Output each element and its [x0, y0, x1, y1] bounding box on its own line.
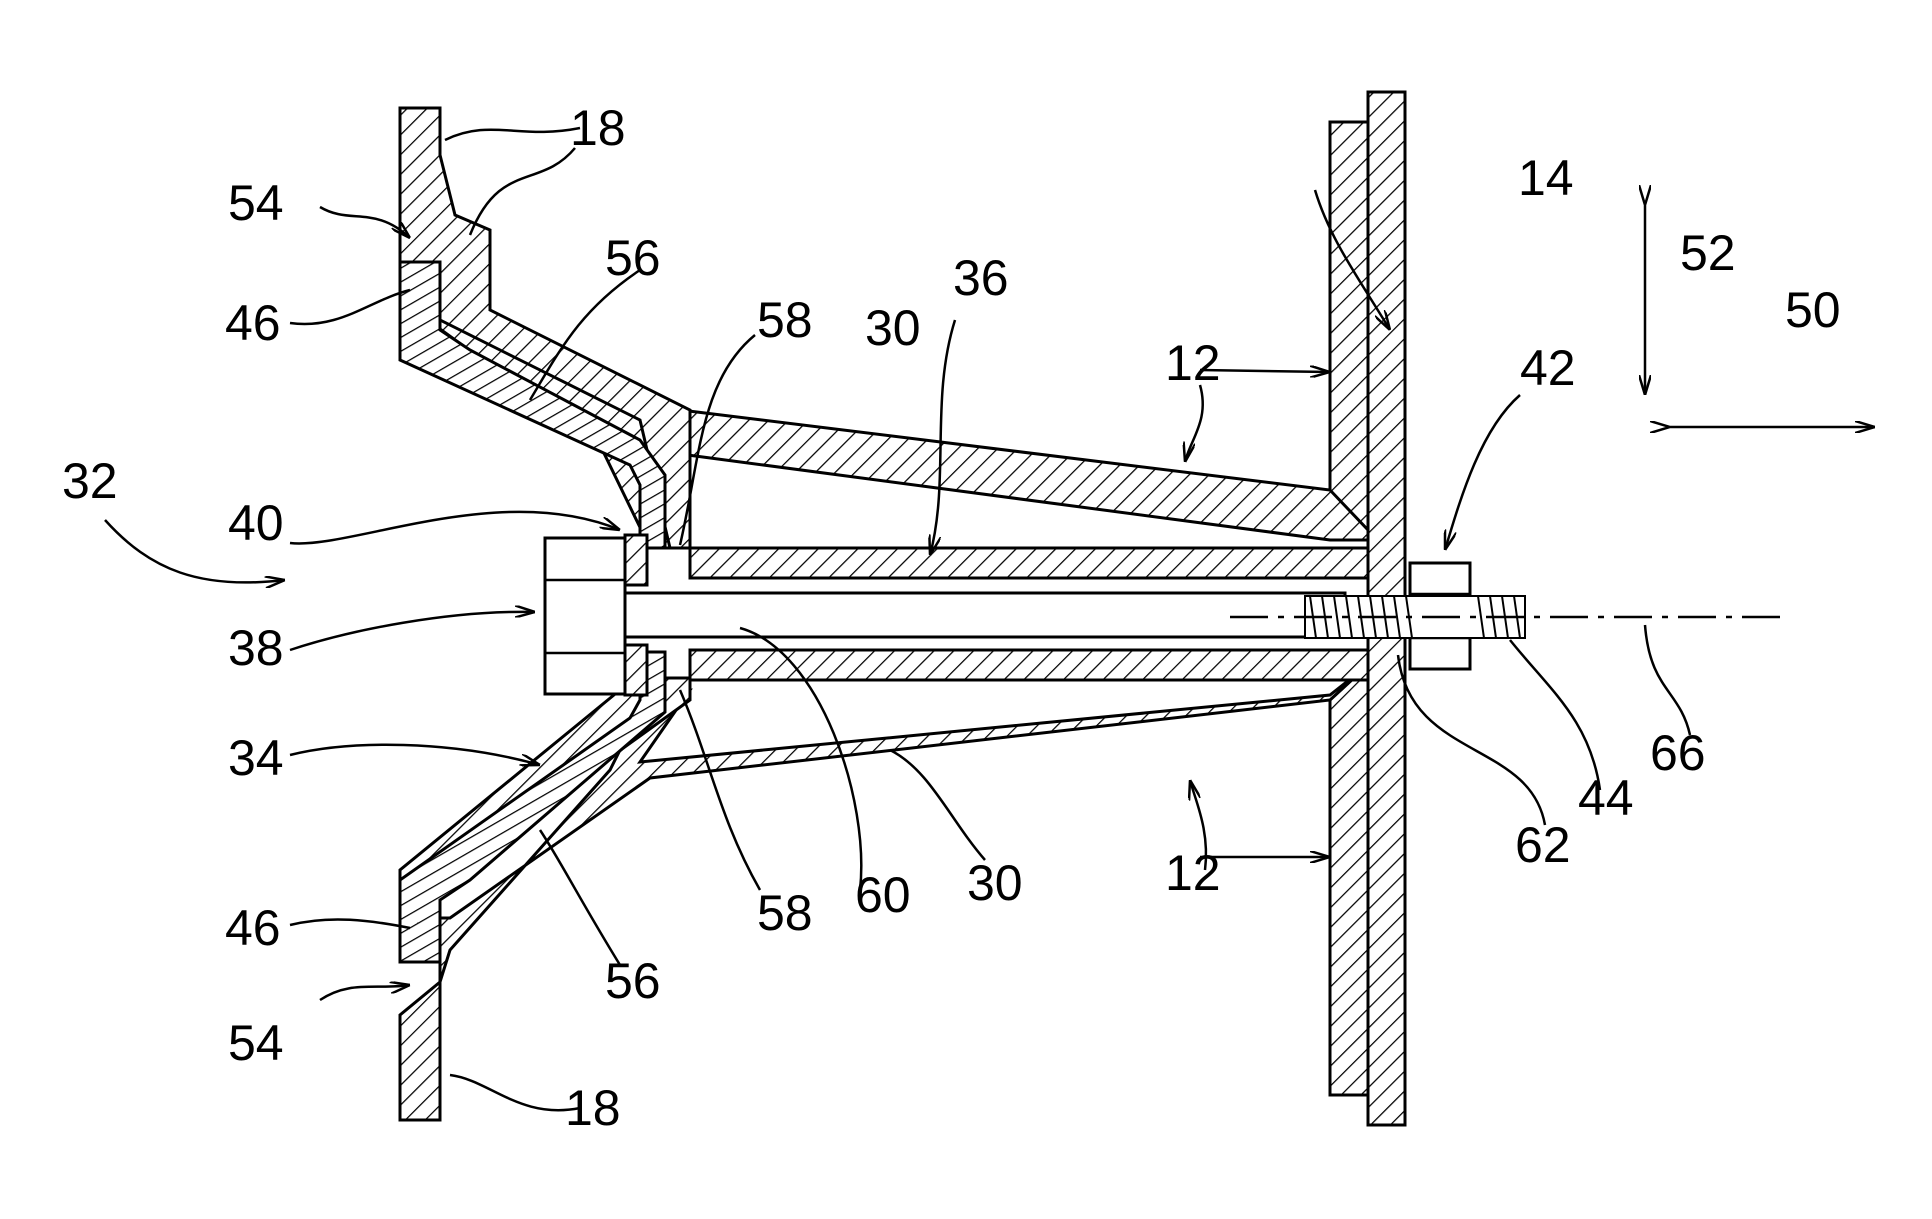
- label-58-top: 58: [757, 292, 813, 348]
- label-58-bottom: 58: [757, 885, 813, 941]
- label-54-bottom: 54: [228, 1015, 284, 1071]
- label-60: 60: [855, 867, 911, 923]
- washer-40-upper: [625, 535, 647, 585]
- label-14: 14: [1518, 150, 1574, 206]
- label-46-top: 46: [225, 295, 281, 351]
- tube-36-upper: [690, 548, 1368, 578]
- label-56-bottom: 56: [605, 953, 661, 1009]
- label-12-bottom: 12: [1165, 845, 1221, 901]
- label-34: 34: [228, 730, 284, 786]
- label-38: 38: [228, 620, 284, 676]
- label-54-top: 54: [228, 175, 284, 231]
- label-44: 44: [1578, 770, 1634, 826]
- washer-40-lower: [625, 645, 647, 695]
- inner-wall-12-bottom: [1330, 665, 1368, 1095]
- inner-wall-12-top: [1330, 122, 1368, 540]
- label-52: 52: [1680, 225, 1736, 281]
- tube-36-lower: [690, 650, 1368, 680]
- label-66: 66: [1650, 725, 1706, 781]
- label-62: 62: [1515, 817, 1571, 873]
- label-18-top: 18: [570, 100, 626, 156]
- label-56-top: 56: [605, 230, 661, 286]
- label-30-top: 30: [865, 300, 921, 356]
- label-36: 36: [953, 250, 1009, 306]
- label-18-bottom: 18: [565, 1080, 621, 1136]
- label-46-bottom: 46: [225, 900, 281, 956]
- label-40: 40: [228, 495, 284, 551]
- bolt-shaft: [625, 593, 1345, 637]
- label-12-top: 12: [1165, 335, 1221, 391]
- label-30-bottom: 30: [967, 855, 1023, 911]
- label-50: 50: [1785, 282, 1841, 338]
- label-42: 42: [1520, 340, 1576, 396]
- label-32: 32: [62, 453, 118, 509]
- bolt-head-38: [545, 538, 625, 694]
